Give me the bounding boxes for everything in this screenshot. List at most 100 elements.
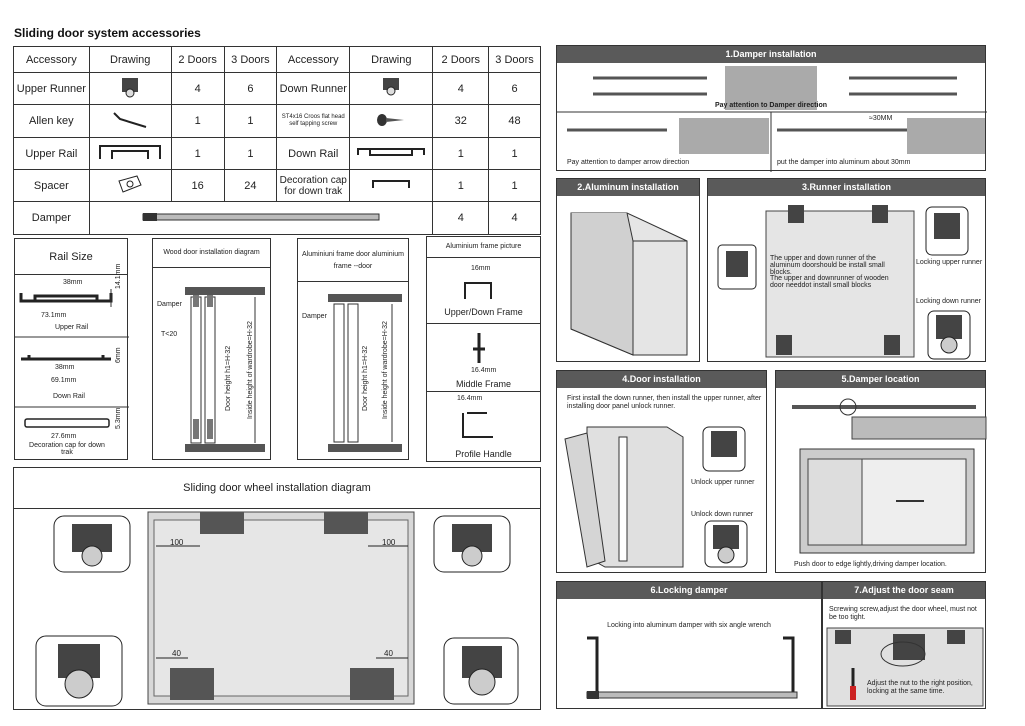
- header-2-doors-2: 2 Doors: [432, 46, 490, 73]
- qty-3-doors: 24: [223, 169, 278, 202]
- step1-note2: Pay attention to damper arrow direction: [567, 159, 690, 166]
- down-rail-width2: 69.1mm: [51, 377, 77, 384]
- step7-drawing: [826, 627, 984, 707]
- middle-frame-label: Middle Frame: [455, 379, 511, 389]
- wood-door-panel: Wood door installation diagram Damper T<…: [152, 238, 271, 460]
- header-2-doors: 2 Doors: [170, 46, 225, 73]
- step1-mm: ≈30MM: [869, 115, 893, 122]
- table-row: Upper Rail 1 1 Down Rail 1 1: [13, 137, 541, 170]
- step2-panel: 2.Aluminum installation: [556, 178, 700, 362]
- table-row: Spacer 16 24 Decoration cap for down tra…: [13, 169, 541, 202]
- step6-title: 6.Locking damper: [557, 582, 821, 599]
- table-header-row: Accessory Drawing 2 Doors 3 Doors Access…: [13, 46, 541, 73]
- step4-drawing: [564, 426, 748, 568]
- offset-100-right: 100: [382, 538, 396, 547]
- upper-rail-label: Upper Rail: [55, 324, 89, 331]
- profile-handle-dim: 16.4mm: [457, 395, 483, 402]
- header-accessory-2: Accessory: [276, 46, 351, 73]
- wheel-installation-title: Sliding door wheel installation diagram: [183, 482, 371, 494]
- accessory-name: Damper: [13, 201, 90, 235]
- alu-inside-height: Inside height of wardrobe=H-32: [382, 321, 389, 419]
- down-runner-drawing: [349, 72, 434, 105]
- step3-note1: The upper and down runner of the aluminu…: [770, 255, 885, 276]
- step7-title: 7.Adjust the door seam: [823, 582, 985, 599]
- down-rail-height: 6mm: [115, 347, 122, 363]
- wood-t-label: T<20: [161, 331, 178, 338]
- qty-3-doors: 1: [488, 169, 541, 202]
- step1-panel: 1.Damper installation Pay attention to D…: [556, 45, 987, 172]
- qty-3-doors: 1: [223, 104, 278, 138]
- accessories-table: Accessory Drawing 2 Doors 3 Doors Access…: [13, 46, 541, 235]
- down-rail-drawing: [349, 137, 434, 170]
- rail-size-drawings: [15, 289, 129, 428]
- qty-3-doors: 4: [488, 201, 541, 235]
- step5-panel: 5.Damper location Push door to edge ligh…: [775, 370, 987, 573]
- step3-note2: The upper and downrunner of wooden door …: [770, 275, 889, 289]
- qty-3-doors: 1: [488, 137, 541, 170]
- upper-rail-width2: 73.1mm: [41, 312, 67, 319]
- wood-door-drawing: [185, 287, 265, 452]
- step2-drawing: [570, 212, 688, 356]
- step7-note2: Adjust the nut to the right position, lo…: [867, 680, 973, 695]
- alu-frame-picture-title: Aluminium frame picture: [445, 243, 522, 250]
- qty-2-doors: 4: [432, 201, 490, 235]
- down-rail-width1: 38mm: [55, 364, 75, 371]
- qty-2-doors: 1: [432, 169, 490, 202]
- step4-title: 4.Door installation: [557, 371, 766, 388]
- lock-down-runner: Locking down runner: [916, 298, 981, 305]
- table-row: Damper 4 4: [13, 201, 541, 235]
- header-3-doors: 3 Doors: [223, 46, 278, 73]
- qty-3-doors: 48: [488, 104, 541, 138]
- table-row: Allen key 1 1 ST4x16 Croos flat head sel…: [13, 104, 541, 138]
- cap-label: Decoration cap for down trak: [29, 442, 105, 456]
- step1-drawing: [557, 66, 987, 172]
- accessory-name: Spacer: [13, 169, 90, 202]
- qty-2-doors: 32: [432, 104, 490, 138]
- upper-down-frame-label: Upper/Down Frame: [444, 307, 523, 317]
- step3-drawing: [717, 205, 971, 360]
- step7-note1: Screwing screw,adjust the door wheel, mu…: [829, 606, 977, 621]
- down-rail-label: Down Rail: [53, 393, 85, 400]
- accessory-name: Upper Runner: [13, 72, 90, 105]
- step5-title: 5.Damper location: [776, 371, 985, 388]
- middle-frame-dim: 16.4mm: [471, 367, 497, 374]
- qty-2-doors: 4: [432, 72, 490, 105]
- step7-panel: 7.Adjust the door seam Screwing screw,ad…: [822, 581, 986, 709]
- wood-door-title: Wood door installation diagram: [163, 249, 260, 256]
- step6-note: Locking into aluminum damper with six an…: [607, 622, 771, 629]
- page-title: Sliding door system accessories: [14, 26, 201, 40]
- rail-size-panel: Rail Size 38mm 73.1mm 14.1mm Upper Rail …: [14, 238, 129, 460]
- upper-rail-drawing: [88, 137, 172, 170]
- upper-rail-width1: 38mm: [63, 279, 83, 286]
- profile-handle-label: Profile Handle: [455, 449, 512, 459]
- alu-frame-shapes: [462, 282, 493, 438]
- step1-note3: put the damper into aluminum about 30mm: [777, 159, 911, 166]
- upper-frame-dim: 16mm: [471, 265, 491, 272]
- accessory-name: Down Rail: [276, 137, 351, 170]
- qty-2-doors: 16: [170, 169, 225, 202]
- qty-2-doors: 1: [170, 104, 225, 138]
- offset-40-right: 40: [384, 649, 393, 658]
- alu-door-title: Aluminiuni frame door aluminium frame --…: [302, 251, 404, 270]
- cap-drawing: [349, 169, 434, 202]
- header-drawing-2: Drawing: [349, 46, 434, 73]
- step4-note: First install the down runner, then inst…: [567, 395, 762, 410]
- qty-3-doors: 6: [223, 72, 278, 105]
- alu-door-height: Door height h1=H-32: [362, 345, 369, 411]
- upper-rail-height: 14.1mm: [115, 263, 122, 289]
- step3-panel: 3.Runner installation The upper and down…: [707, 178, 986, 362]
- wheel-installation-panel: Sliding door wheel installation diagram …: [13, 467, 541, 710]
- step4-panel: 4.Door installation First install the do…: [556, 370, 767, 573]
- alu-door-panel: Aluminiuni frame door aluminium frame --…: [297, 238, 409, 460]
- unlock-upper-runner: Unlock upper runner: [691, 479, 755, 486]
- accessory-name: Upper Rail: [13, 137, 90, 170]
- offset-40-left: 40: [172, 649, 181, 658]
- header-3-doors-2: 3 Doors: [488, 46, 541, 73]
- rail-size-title: Rail Size: [49, 251, 93, 263]
- table-row: Upper Runner 4 6 Down Runner 4 6: [13, 72, 541, 105]
- alu-frame-picture-panel: Aluminium frame picture 16mm Upper/Down …: [426, 236, 541, 462]
- accessory-name: ST4x16 Croos flat head self tapping scre…: [276, 104, 351, 138]
- step3-title: 3.Runner installation: [708, 179, 985, 196]
- wheel-installation-drawing: [35, 511, 519, 707]
- alu-damper-label: Damper: [302, 313, 327, 320]
